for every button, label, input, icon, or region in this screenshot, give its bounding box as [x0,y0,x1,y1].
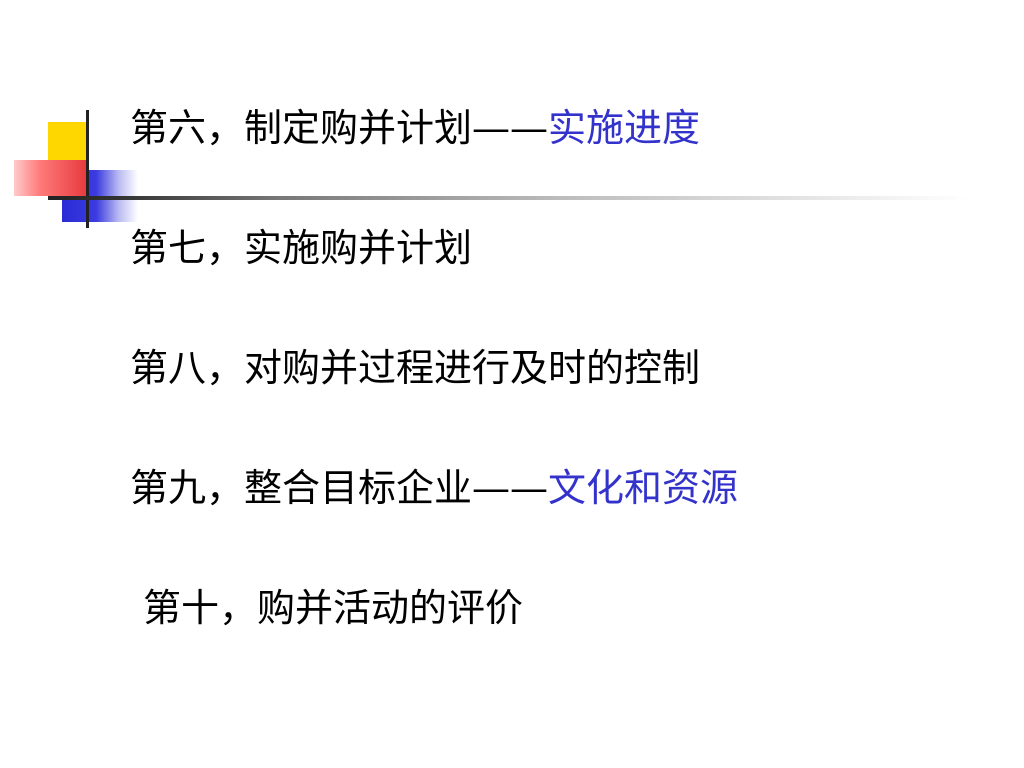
step-10-line: 第十，购并活动的评价 [143,586,523,630]
vertical-rule-decoration [86,110,89,228]
step-8-line: 第八，对购并过程进行及时的控制 [130,346,700,390]
step-6-text: 第六，制定购并计划—— [130,106,549,150]
step-6-highlight: 实施进度 [548,106,701,150]
step-7-line: 第七，实施购并计划 [130,226,472,270]
step-9-highlight: 文化和资源 [548,466,739,510]
step-8-text: 第八，对购并过程进行及时的控制 [130,346,701,390]
slide-corner-ornament [0,0,1024,240]
red-square-decoration [14,160,88,196]
step-9-text: 第九，整合目标企业—— [130,466,549,510]
step-7-text: 第七，实施购并计划 [130,226,473,270]
horizontal-rule-decoration [48,196,968,200]
step-6-line: 第六，制定购并计划——实施进度 [130,106,700,150]
step-9-line: 第九，整合目标企业——文化和资源 [130,466,738,510]
step-10-text: 第十，购并活动的评价 [143,586,524,630]
